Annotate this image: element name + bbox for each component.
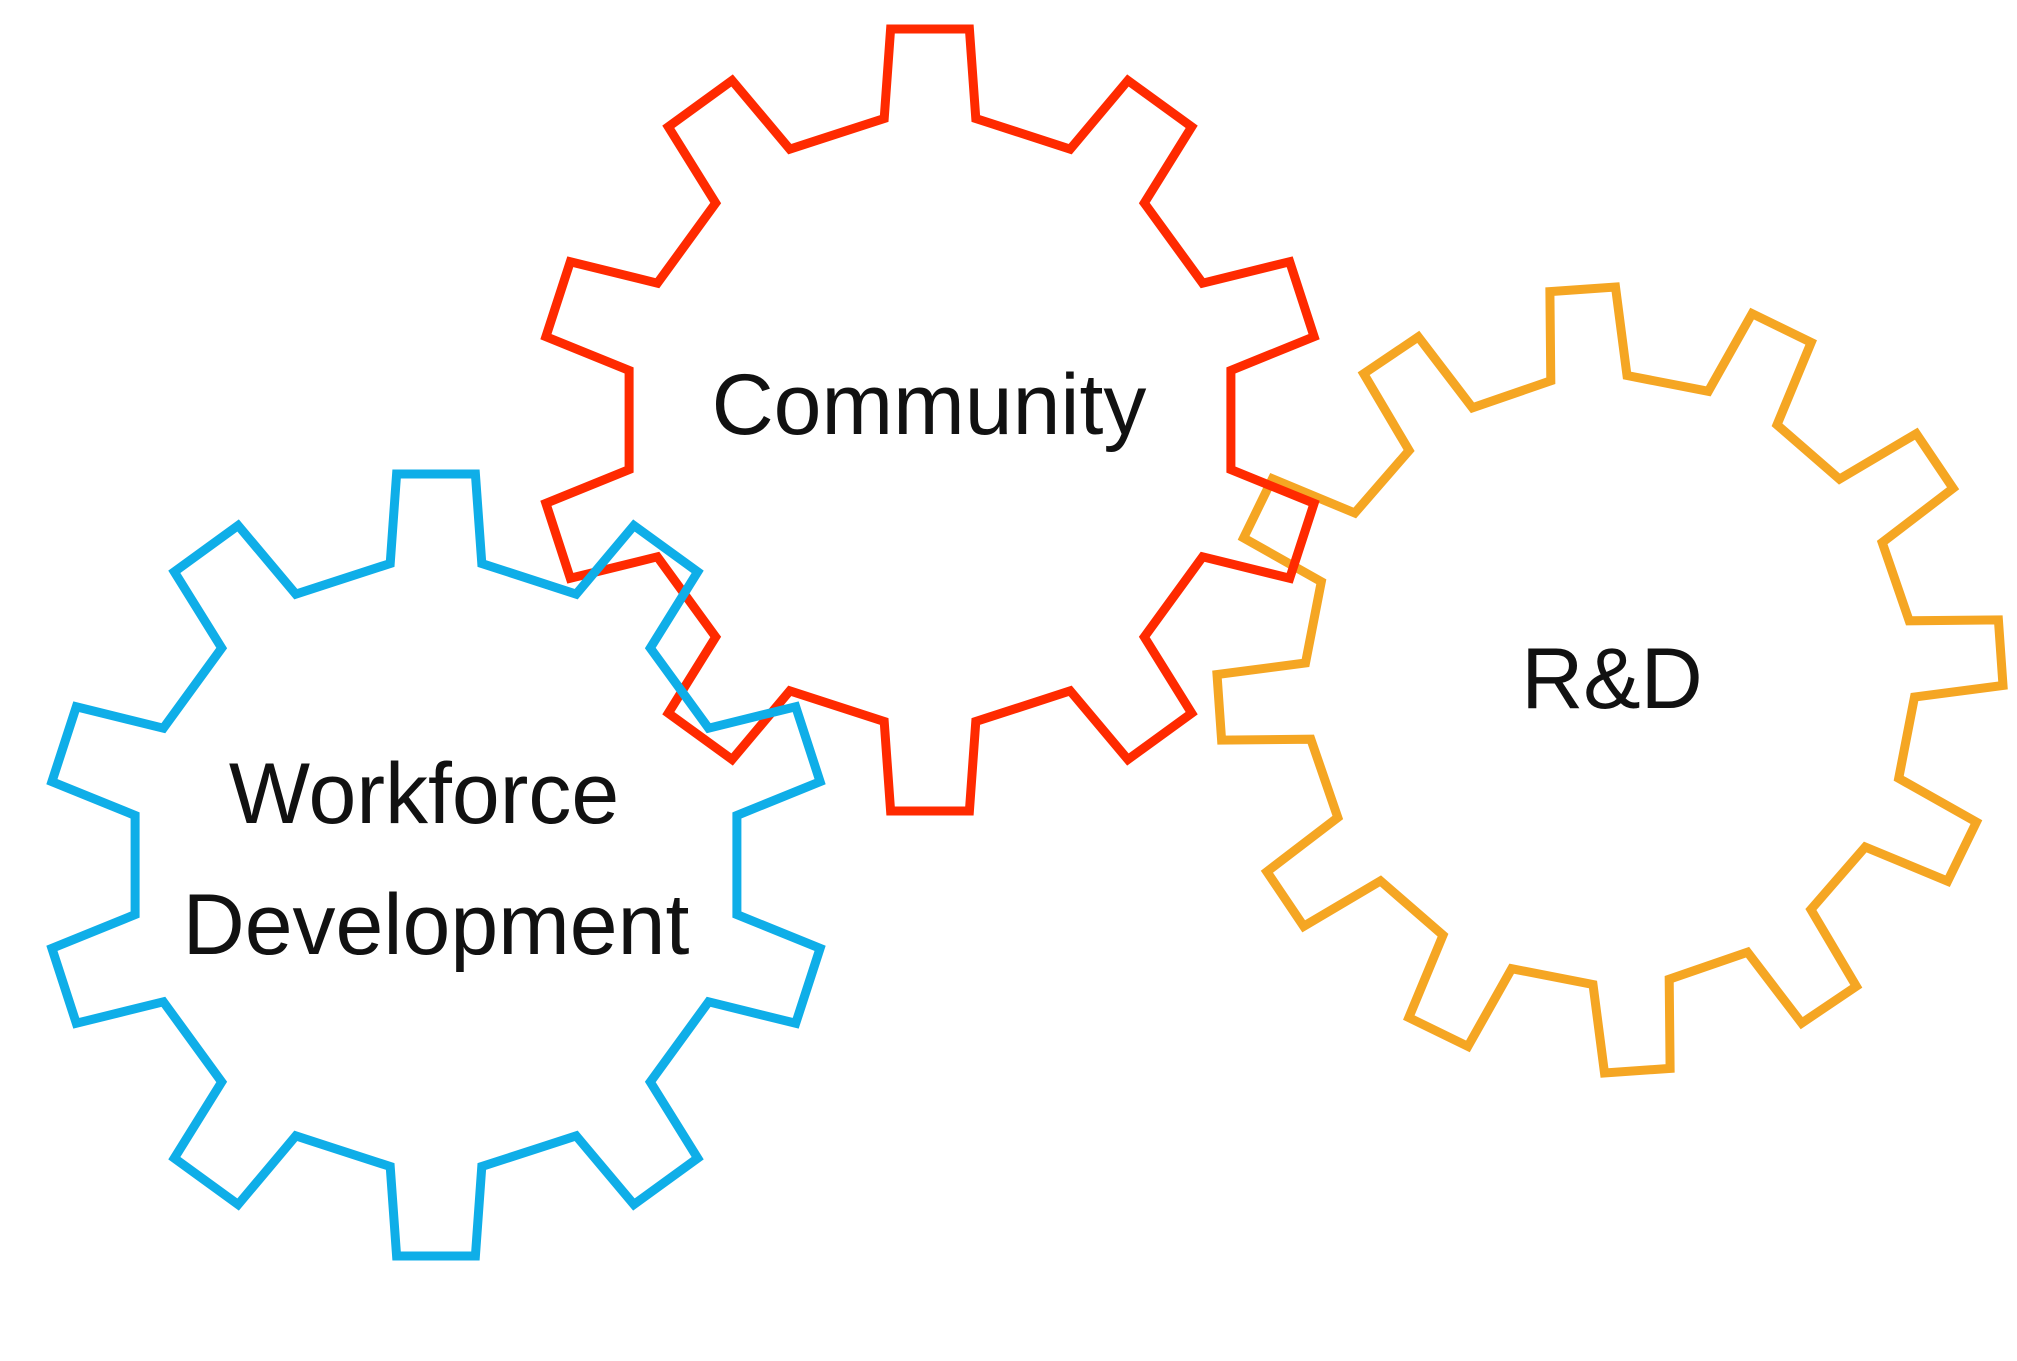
gear-community: Community — [540, 24, 1320, 816]
gear-community-label-line-1: Community — [712, 357, 1147, 453]
gear-workforce-label: Workforce Development — [183, 746, 690, 973]
gear-rnd-outline — [1212, 282, 2008, 1078]
gear-rnd-label-line-1: R&D — [1521, 631, 1703, 727]
gear-workforce-label-line-2: Development — [183, 877, 690, 973]
gear-community-label: Community — [712, 357, 1147, 453]
gear-rnd-label: R&D — [1521, 631, 1703, 727]
gear-workforce-outline — [46, 469, 826, 1261]
gear-workforce: Workforce Development — [46, 469, 826, 1261]
gear-community-outline — [540, 24, 1320, 816]
gear-rnd: R&D — [1212, 282, 2008, 1078]
gear-workforce-label-line-1: Workforce — [229, 746, 619, 842]
